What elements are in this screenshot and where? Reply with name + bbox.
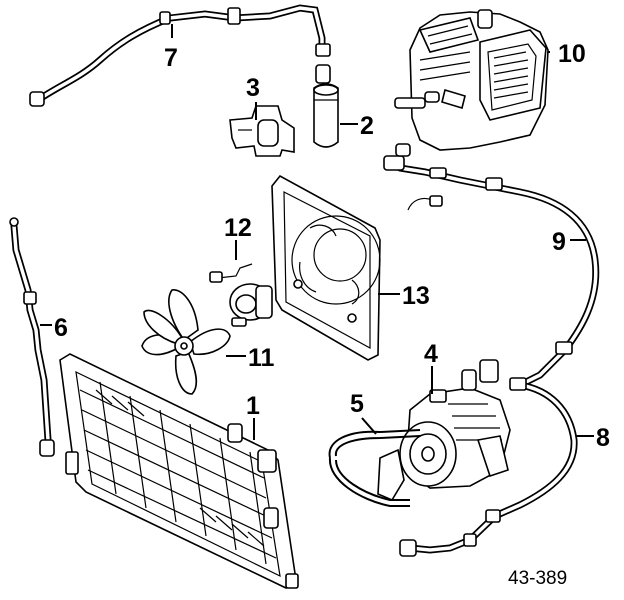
part-10-evaporator	[394, 9, 549, 151]
part-9-liquid-line	[383, 143, 600, 389]
part-13-fan-shroud	[271, 174, 381, 361]
part-2-receiver-drier	[313, 64, 339, 148]
callout-10: 10	[558, 40, 586, 68]
callout-1: 1	[246, 392, 260, 420]
callout-6: 6	[54, 314, 68, 342]
part-5-drive-belt	[328, 429, 421, 507]
part-12-fan-motor	[209, 263, 273, 327]
callout-3: 3	[246, 74, 260, 102]
callout-13: 13	[402, 282, 430, 310]
callout-4: 4	[424, 340, 438, 368]
part-7-suction-line	[29, 4, 331, 107]
callout-8: 8	[596, 424, 610, 452]
callout-9: 9	[552, 228, 566, 256]
leader-lines	[40, 24, 594, 440]
callout-5: 5	[350, 390, 364, 418]
part-6-discharge-line	[9, 217, 55, 457]
callout-11: 11	[248, 344, 275, 372]
callout-7: 7	[164, 44, 178, 72]
part-11-fan-blade	[141, 289, 231, 395]
callout-2: 2	[360, 112, 374, 140]
part-4-compressor	[377, 359, 511, 502]
callout-12: 12	[224, 214, 252, 242]
part-8-suction-hose	[399, 377, 578, 557]
part-3-bracket	[229, 105, 295, 157]
part-1-condenser	[59, 353, 299, 589]
diagram-reference-number: 43-389	[508, 568, 567, 589]
